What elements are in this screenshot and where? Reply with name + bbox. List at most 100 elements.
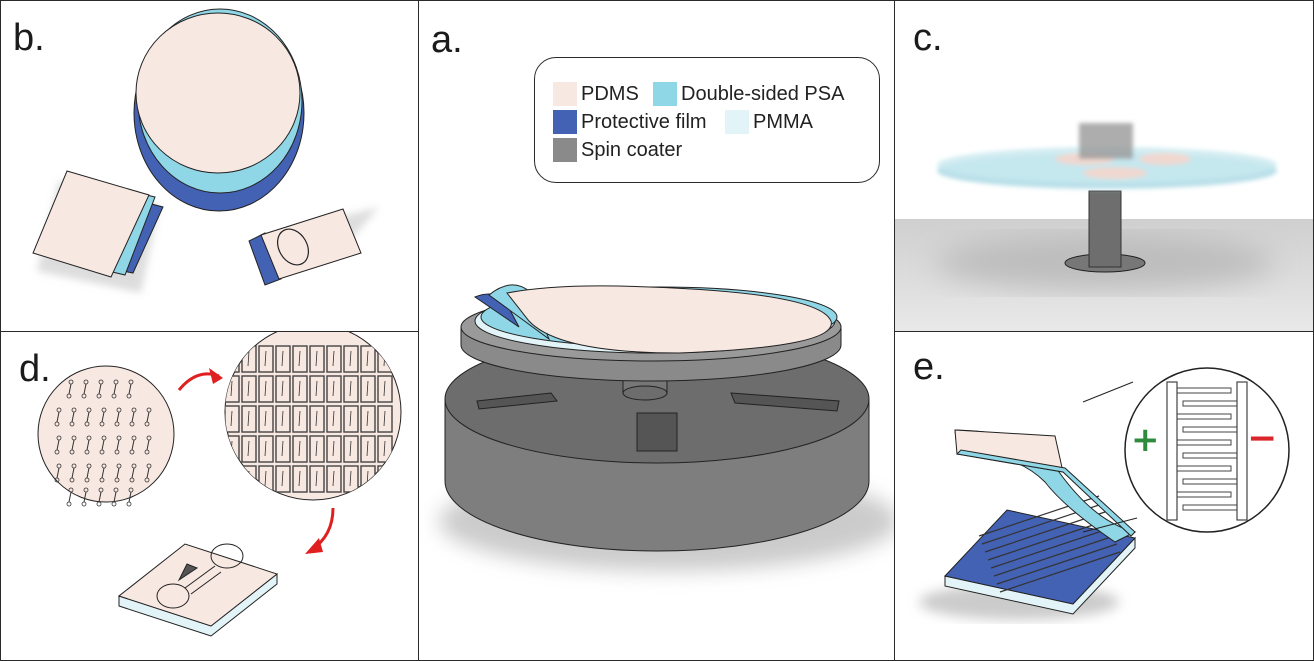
cut-chip (326, 375, 342, 403)
channel-port (56, 435, 62, 441)
chip-channel-mark (349, 350, 352, 367)
cut-chip (343, 345, 359, 373)
cut-chip (275, 345, 291, 373)
cut-chip (241, 465, 257, 493)
cut-chip (377, 405, 393, 433)
legend-label-pmma: PMMA (753, 111, 813, 133)
channel-port (129, 477, 135, 483)
panel-label-b: b. (13, 17, 45, 59)
chip-channel-mark (264, 380, 267, 397)
panel-e: e. + − (894, 331, 1314, 661)
channel-mark (98, 383, 102, 395)
panel-label-a: a. (431, 19, 463, 61)
chip-channel-mark (247, 440, 250, 457)
chip-channel (184, 565, 222, 595)
chip-inlet (156, 583, 190, 609)
cut-chip (225, 375, 240, 403)
cut-chip (225, 465, 240, 493)
pdms-layer (506, 285, 832, 354)
cut-chip (360, 375, 376, 403)
channel-port (98, 487, 104, 493)
channel-port (128, 487, 134, 493)
cut-chip (241, 405, 257, 433)
channel-mark (116, 411, 120, 423)
channel-port (129, 421, 135, 427)
cut-chip (241, 375, 257, 403)
electrode-bus-left (1166, 381, 1178, 521)
channel-port (98, 379, 104, 385)
cut-chip (377, 375, 393, 403)
chip-channel-mark (247, 350, 250, 367)
panel-label-e: e. (913, 346, 945, 388)
cut-chip (377, 435, 393, 463)
chip-channel-mark (349, 470, 352, 487)
channel-port (126, 393, 132, 399)
electrode-finger (987, 519, 1109, 561)
cut-chip (258, 405, 274, 433)
finger-left (1176, 387, 1232, 394)
channel-mark (146, 439, 150, 451)
channel-port (69, 449, 75, 455)
cut-chip (309, 345, 325, 373)
channel-mark (101, 439, 105, 451)
cut-chip (309, 465, 325, 493)
chip-channel-mark (230, 380, 233, 397)
channel-mark (146, 467, 150, 479)
chip-channel-mark (298, 380, 301, 397)
cut-chip (343, 405, 359, 433)
channel-port (54, 421, 60, 427)
channel-port (71, 435, 77, 441)
channel-mark (113, 491, 117, 503)
legend-label-pdms: PDMS (581, 83, 639, 105)
cut-chip (360, 465, 376, 493)
electrode-finger (999, 551, 1121, 593)
electrode-finger (993, 535, 1115, 577)
negative-terminal: − (1247, 418, 1278, 459)
channel-port (69, 421, 75, 427)
channel-mark (56, 411, 60, 423)
chip-channel-mark (366, 410, 369, 427)
cut-chip (241, 345, 257, 373)
channel-mark (68, 491, 72, 503)
cut-chip (326, 405, 342, 433)
cut-chip (292, 375, 308, 403)
protective-film-base (944, 509, 1136, 605)
channel-port (84, 421, 90, 427)
channel-port (113, 379, 119, 385)
channel-port (146, 435, 152, 441)
channel-port (68, 379, 74, 385)
channel-mark (131, 411, 135, 423)
channel-mark (86, 411, 90, 423)
channel-port (84, 449, 90, 455)
chip-channel-mark (298, 410, 301, 427)
channel-port (146, 407, 152, 413)
channel-port (99, 449, 105, 455)
channel-patterns (54, 379, 152, 507)
channel-port (96, 393, 102, 399)
channel-mark (116, 467, 120, 479)
cut-chip (225, 435, 240, 463)
legend-swatch-spin-coater (553, 138, 577, 162)
channel-port (111, 501, 117, 507)
chip-outlet (210, 543, 244, 569)
chip-channel-mark (315, 410, 318, 427)
chip-channel-mark (315, 440, 318, 457)
channel-port (68, 487, 74, 493)
panel-e-illustration (919, 367, 1290, 620)
channel-port (66, 501, 72, 507)
panel-a-illustration (439, 284, 895, 571)
channel-port (126, 501, 132, 507)
cut-chip (225, 345, 240, 373)
channel-port (128, 379, 134, 385)
panel-c: c. (894, 0, 1314, 332)
legend-label-psa: Double-sided PSA (681, 83, 845, 105)
channel-port (71, 463, 77, 469)
cut-chip (343, 465, 359, 493)
patterned-wafer (37, 365, 175, 503)
chip-channel-mark (383, 470, 386, 487)
channel-port (86, 407, 92, 413)
channel-mark (83, 491, 87, 503)
chip-channel-mark (230, 470, 233, 487)
small-pdms (260, 208, 362, 280)
chip-channel-mark (332, 350, 335, 367)
